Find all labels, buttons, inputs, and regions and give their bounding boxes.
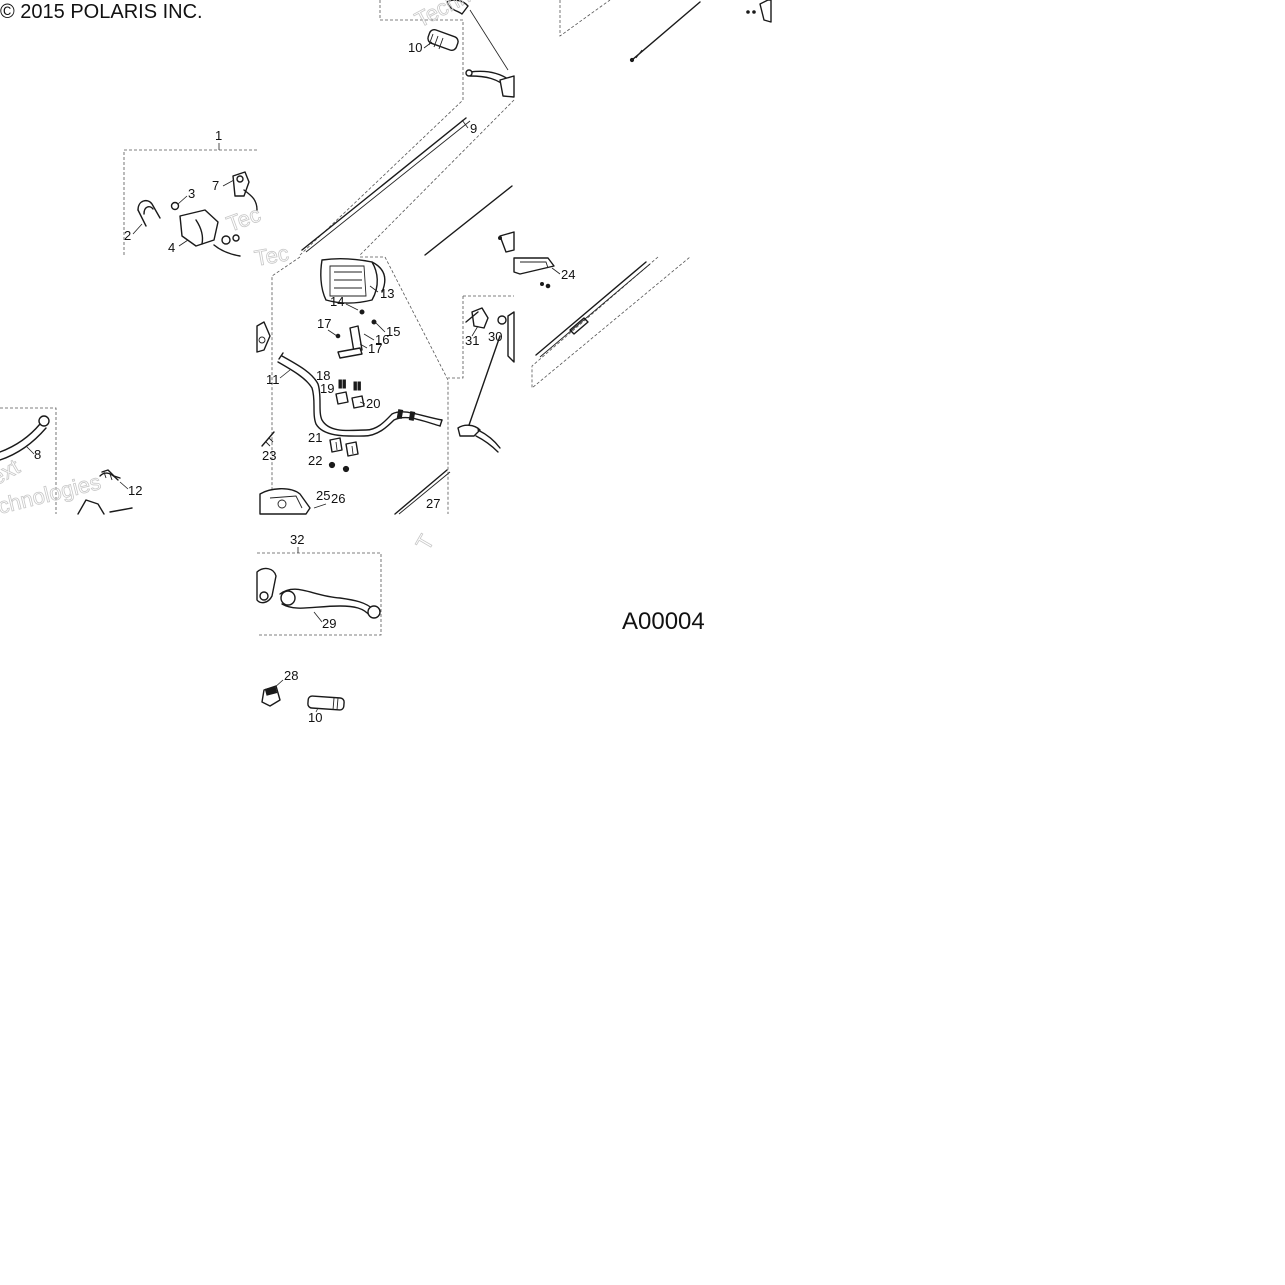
tile-brake-line: 24 <box>513 256 691 389</box>
group-box-clutch <box>448 296 464 379</box>
callout-31: 31 <box>465 333 479 348</box>
callout-24: 24 <box>561 267 575 282</box>
callout-7: 7 <box>212 178 219 193</box>
grip-part <box>427 29 459 51</box>
caliper-bracket-part <box>513 257 555 289</box>
switch-28-part <box>261 685 281 707</box>
callout-8: 8 <box>34 447 41 462</box>
master-cylinder-body <box>179 209 241 257</box>
callout-11: 11 <box>266 372 280 387</box>
grip-10-lower-part <box>307 695 345 711</box>
callout-1: 1 <box>215 128 222 143</box>
tile-clutch-lever: 32 29 28 10 T <box>256 530 439 725</box>
group-box-master-cylinder <box>123 149 257 257</box>
group-box-handlebar-right <box>360 256 449 514</box>
callout-15: 15 <box>386 324 400 339</box>
upper-clamp-part <box>335 391 365 409</box>
tile-rear-lever: 8 12 ext chnologies <box>0 407 142 519</box>
callout-23: 23 <box>262 448 276 463</box>
callout-29: 29 <box>322 616 336 631</box>
lever-housing-part <box>77 499 105 515</box>
brake-cable-upper <box>424 185 513 256</box>
bolt-part <box>137 199 161 227</box>
lever-29-part <box>256 567 381 619</box>
bracket-part-upper-right <box>498 231 515 253</box>
callout-3: 3 <box>188 186 195 201</box>
group-box-brake-line <box>531 256 691 389</box>
watermark: Tec <box>223 201 264 236</box>
callout-19: 19 <box>320 381 334 396</box>
group-box-lever-upper <box>299 0 464 256</box>
callout-10-upper: 10 <box>408 40 422 55</box>
copyright-notice: © 2015 POLARIS INC. <box>0 1 203 23</box>
handlebar-part <box>277 352 443 437</box>
callout-16: 16 <box>375 332 389 347</box>
callout-9: 9 <box>470 121 477 136</box>
throttle-cable <box>301 117 467 251</box>
mirror-mount-part <box>759 0 772 23</box>
callout-20: 20 <box>366 396 380 411</box>
left-control-part <box>259 488 311 515</box>
lower-clamp-part <box>329 437 359 457</box>
switch-housing-part <box>446 0 469 15</box>
watermark: Tec <box>253 240 291 271</box>
tile-master-cylinder: © 2015 POLARIS INC. 1 7 2 3 4 Tec <box>0 1 264 257</box>
reservoir-cap-part <box>232 171 258 211</box>
group-box-edge <box>359 99 515 256</box>
group-box-clutch-lever <box>257 552 382 636</box>
throttle-cable-sheath <box>305 120 471 253</box>
callout-27: 27 <box>426 496 440 511</box>
callout-30: 30 <box>488 329 502 344</box>
callout-32: 32 <box>290 532 304 547</box>
headlight-cowl-part <box>320 257 386 304</box>
callout-2: 2 <box>124 228 131 243</box>
nut-part <box>170 201 180 211</box>
callout-22: 22 <box>308 453 322 468</box>
callout-17-right: 17 <box>368 341 382 356</box>
bolt-23-part <box>261 431 275 447</box>
callout-14: 14 <box>330 294 344 309</box>
clutch-cable-lower <box>394 469 448 515</box>
figure-id-label: A00004 <box>622 608 705 635</box>
callout-17-left: 17 <box>317 316 331 331</box>
callout-12: 12 <box>128 483 142 498</box>
watermark: ext <box>0 454 24 490</box>
lever-part-upper <box>465 69 515 98</box>
headlight-bracket-part <box>337 325 363 359</box>
tile-figure-id: A00004 <box>622 608 705 635</box>
watermark: T <box>411 530 439 554</box>
callout-18: 18 <box>316 368 330 383</box>
brake-line <box>535 261 647 356</box>
callout-25: 25 <box>316 488 330 503</box>
callout-10-lower: 10 <box>308 710 322 725</box>
watermark: Techn <box>411 0 475 32</box>
tile-cable-upper-right <box>559 0 772 63</box>
callout-21: 21 <box>308 430 322 445</box>
clamp-bolts-part <box>338 379 361 391</box>
group-box-cable <box>559 0 611 37</box>
tile-handlebar-center: 13 14 15 17 16 17 11 18 <box>252 240 515 515</box>
clutch-lever-part <box>457 307 515 453</box>
clutch-cable <box>631 1 701 61</box>
callout-4: 4 <box>168 240 175 255</box>
spring-part <box>99 469 121 481</box>
callout-28: 28 <box>284 668 298 683</box>
tile-handlebar-upper: Techn 10 9 <box>299 0 515 256</box>
switch-housing-left-part <box>256 321 271 353</box>
group-box-rear-lever <box>0 407 57 514</box>
rear-lever-part <box>0 415 50 461</box>
brake-line-fitting <box>569 317 589 335</box>
callout-26: 26 <box>331 491 345 506</box>
callout-13: 13 <box>380 286 394 301</box>
